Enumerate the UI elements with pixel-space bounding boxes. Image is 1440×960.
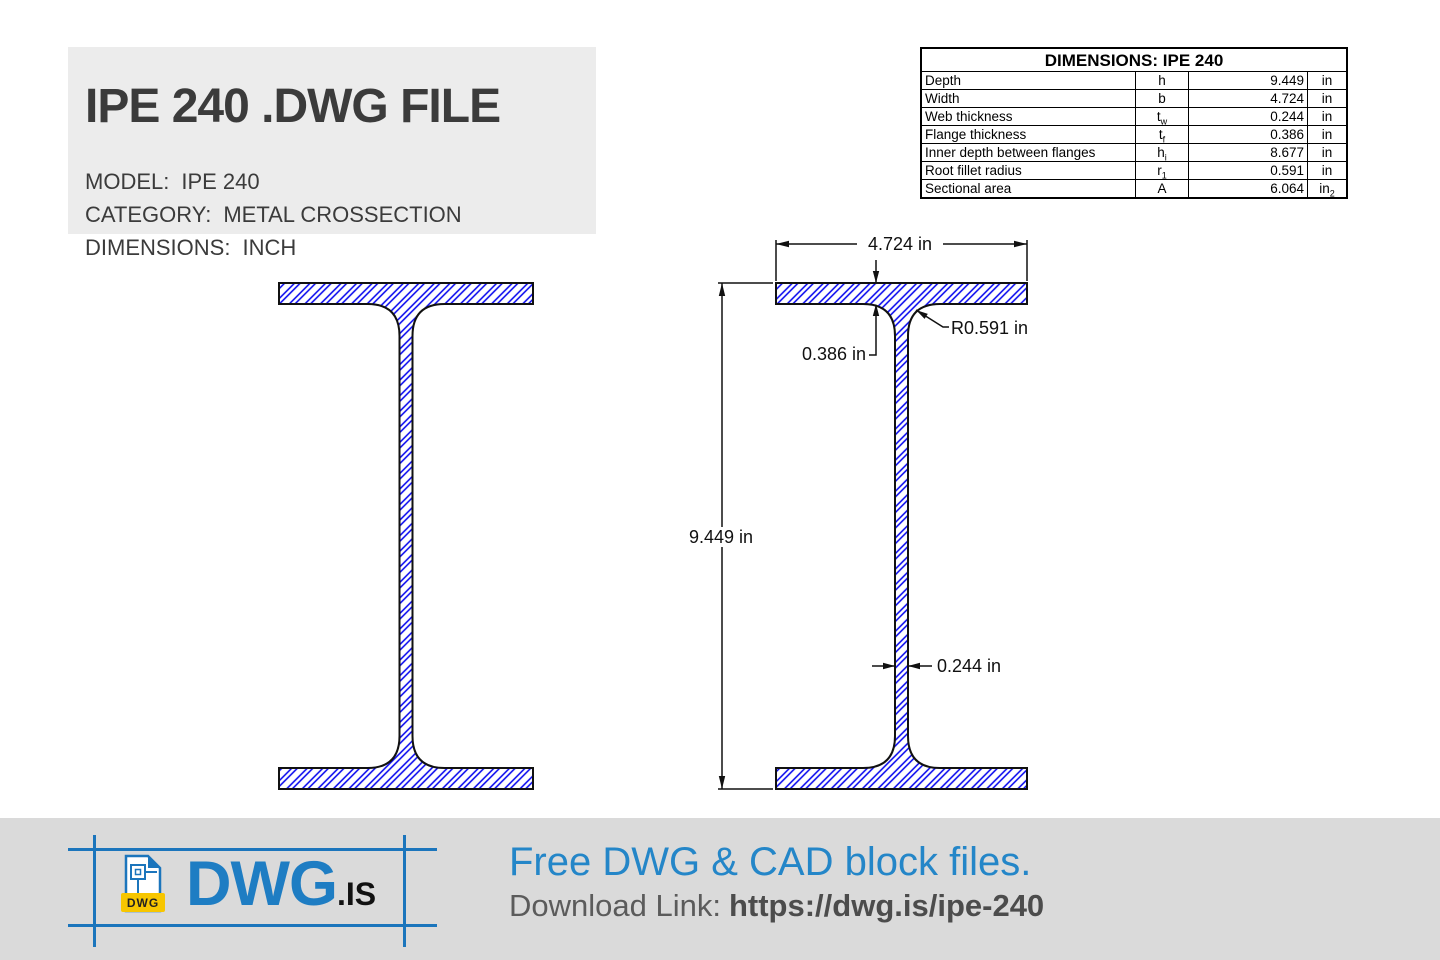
download-label: Download Link:	[509, 888, 721, 923]
dim-web-group: 0.244 in	[872, 656, 1001, 676]
dim-flange-group: 0.386 in	[802, 260, 880, 364]
dim-width-label: 4.724 in	[868, 234, 932, 254]
crosshair-line	[93, 835, 96, 947]
row-unit: in	[1307, 107, 1348, 126]
meta-category-label: CATEGORY:	[85, 202, 212, 227]
meta-model-value: IPE 240	[181, 169, 260, 194]
meta-model-label: MODEL:	[85, 169, 170, 194]
table-title: DIMENSIONS: IPE 240	[920, 47, 1348, 72]
meta-category: CATEGORY: METAL CROSSECTION	[85, 198, 462, 231]
dwg-file-icon: DWG	[121, 854, 165, 913]
row-unit: in	[1307, 143, 1348, 162]
dim-flange-label: 0.386 in	[802, 344, 866, 364]
row-property-name: Web thickness	[920, 107, 1136, 126]
row-property-name: Flange thickness	[920, 125, 1136, 144]
crosshair-line	[68, 848, 437, 851]
dim-height-group: 9.449 in	[681, 282, 773, 790]
meta-category-value: METAL CROSSECTION	[223, 202, 462, 227]
dim-radius-group: R0.591 in	[915, 309, 1028, 338]
download-url-link[interactable]: https://dwg.is/ipe-240	[728, 888, 1045, 923]
page-title: IPE 240 .DWG FILE	[85, 80, 501, 133]
row-property-name: Sectional area	[920, 179, 1136, 199]
row-value: 0.244	[1188, 107, 1308, 126]
row-unit: in	[1307, 71, 1348, 90]
row-property-name: Width	[920, 89, 1136, 108]
logo-is-text: .IS	[336, 876, 377, 912]
row-symbol: tw	[1135, 107, 1189, 126]
logo-dwg-text: DWG	[186, 849, 338, 919]
row-value: 0.386	[1188, 125, 1308, 144]
row-value: 9.449	[1188, 71, 1308, 90]
row-symbol: h	[1135, 71, 1189, 90]
footer: DWG DWG.IS Free DWG & CAD block files. D…	[0, 818, 1440, 960]
row-unit: in	[1307, 89, 1348, 108]
row-value: 8.677	[1188, 143, 1308, 162]
dim-height-label: 9.449 in	[689, 527, 753, 547]
row-symbol: hi	[1135, 143, 1189, 162]
table-header-row: DIMENSIONS: IPE 240	[920, 47, 1348, 72]
row-value: 4.724	[1188, 89, 1308, 108]
row-unit: in2	[1307, 179, 1348, 199]
title-block: IPE 240 .DWG FILE MODEL: IPE 240 CATEGORY…	[68, 47, 596, 260]
footer-tagline: Free DWG & CAD block files.	[509, 840, 1032, 884]
dim-width-group: 4.724 in	[775, 234, 1028, 281]
row-unit: in	[1307, 161, 1348, 180]
row-value: 6.064	[1188, 179, 1308, 199]
meta-list: MODEL: IPE 240 CATEGORY: METAL CROSSECTION…	[85, 165, 462, 264]
ibeam-plain	[278, 282, 534, 790]
cross-section-drawing: 4.724 in 9.449 in 0.386 in R0.591 in	[278, 234, 1028, 790]
row-value: 0.591	[1188, 161, 1308, 180]
row-property-name: Inner depth between flanges	[920, 143, 1136, 162]
row-symbol: A	[1135, 179, 1189, 199]
meta-model: MODEL: IPE 240	[85, 165, 462, 198]
download-line: Download Link:https://dwg.is/ipe-240	[509, 888, 1044, 924]
dim-web-label: 0.244 in	[937, 656, 1001, 676]
row-symbol: b	[1135, 89, 1189, 108]
row-symbol: tf	[1135, 125, 1189, 144]
dwg-badge-label: DWG	[127, 896, 159, 910]
meta-dimensions: DIMENSIONS: INCH	[85, 231, 462, 264]
row-property-name: Depth	[920, 71, 1136, 90]
logo[interactable]: DWG.IS	[186, 848, 376, 920]
meta-dimensions-value: INCH	[242, 235, 297, 260]
row-property-name: Root fillet radius	[920, 161, 1136, 180]
crosshair-line	[68, 924, 437, 927]
row-unit: in	[1307, 125, 1348, 144]
dim-radius-label: R0.591 in	[951, 318, 1028, 338]
meta-dimensions-label: DIMENSIONS:	[85, 235, 231, 260]
crosshair-line	[403, 835, 406, 947]
ibeam-dimensioned	[775, 282, 1028, 790]
row-symbol: r1	[1135, 161, 1189, 180]
